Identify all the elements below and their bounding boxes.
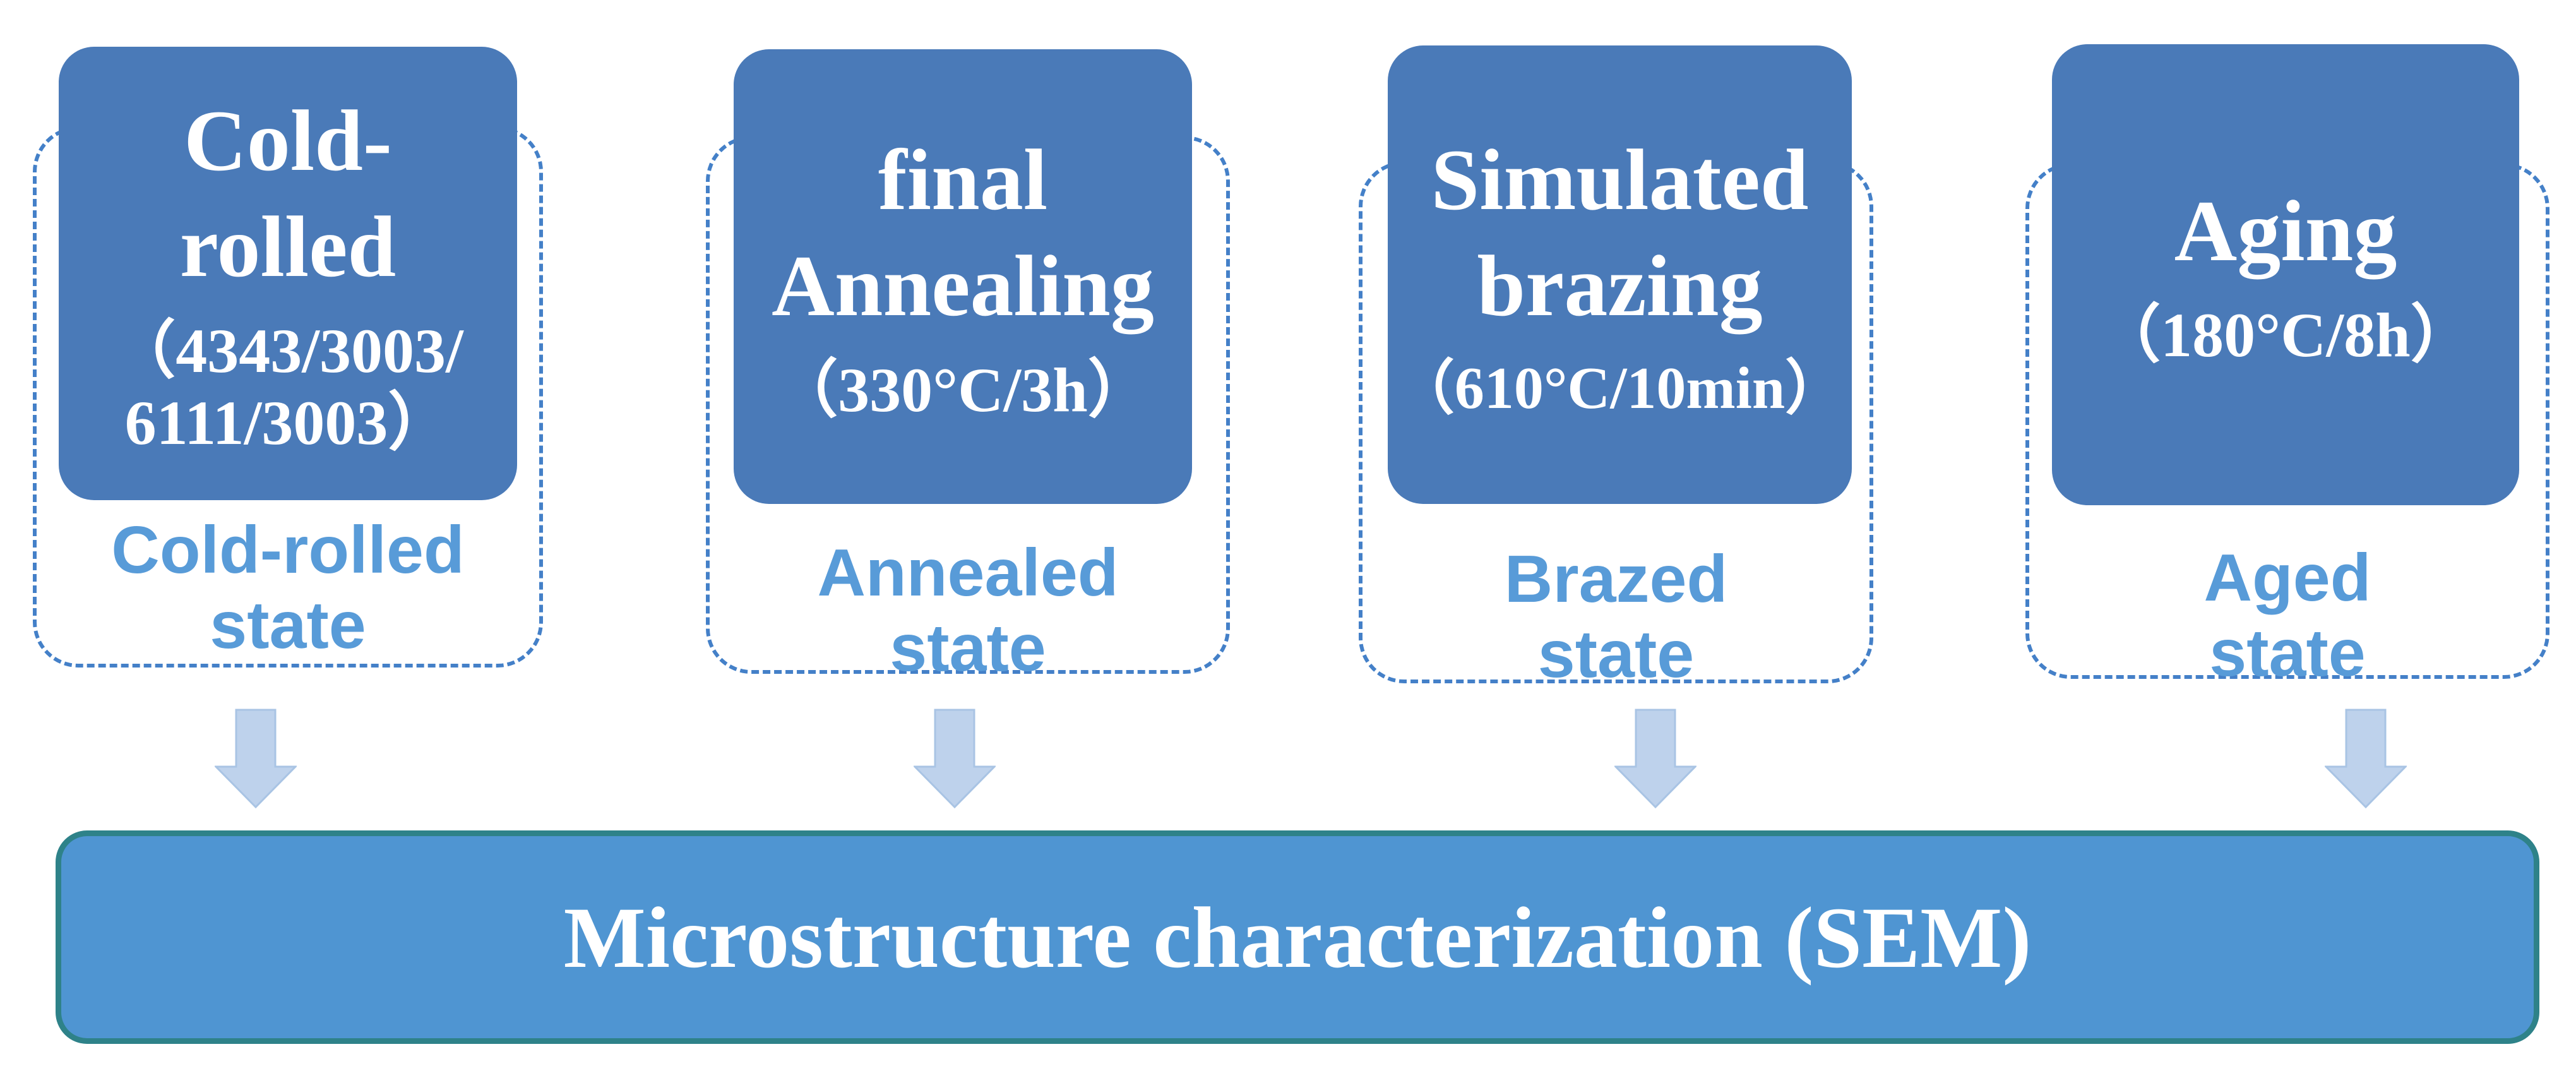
state-label: Brazed state: [1359, 542, 1873, 692]
process-box-brazing: Simulated brazing （610°C/10min）: [1388, 45, 1852, 504]
down-arrow-icon: [1614, 709, 1696, 808]
state-label-line: state: [890, 610, 1046, 685]
state-label-line: Brazed: [1504, 542, 1728, 616]
process-name-line: Simulated: [1431, 131, 1809, 229]
state-label-line: Aged: [2203, 541, 2371, 615]
state-label-line: Cold-rolled: [111, 513, 465, 587]
state-label: Aged state: [2025, 541, 2549, 690]
sem-characterization-bar: Microstructure characterization (SEM): [56, 830, 2539, 1044]
stage-brazing: Simulated brazing （610°C/10min） Brazed s…: [1359, 0, 1873, 714]
process-condition-line: （610°C/10min）: [1395, 355, 1845, 421]
process-name-line: rolled: [179, 198, 397, 295]
state-label-line: state: [1537, 616, 1695, 692]
state-label: Annealed state: [706, 536, 1230, 685]
state-label: Cold-rolled state: [33, 513, 543, 662]
state-label-line: Annealed: [817, 536, 1119, 610]
process-name-line: Annealing: [772, 237, 1154, 334]
process-condition-line: （180°C/8h）: [2097, 300, 2474, 371]
stage-annealing: final Annealing （330°C/3h） Annealed stat…: [706, 0, 1230, 714]
process-box-aging: Aging （180°C/8h）: [2052, 44, 2519, 505]
down-arrow-icon: [914, 709, 996, 808]
process-name-line: Cold-: [184, 92, 392, 189]
sem-characterization-label: Microstructure characterization (SEM): [563, 889, 2032, 986]
process-name-line: Aging: [2174, 182, 2397, 279]
down-arrow-icon: [215, 709, 297, 808]
stage-cold-rolled: Cold- rolled （4343/3003/ 6111/3003） Cold…: [33, 0, 543, 714]
process-box-cold-rolled: Cold- rolled （4343/3003/ 6111/3003）: [59, 47, 517, 500]
process-name-line: final: [878, 131, 1048, 228]
process-condition: （4343/3003/ 6111/3003）: [112, 315, 463, 459]
state-label-line: state: [2209, 615, 2366, 690]
state-label-line: state: [210, 587, 366, 662]
process-condition: （610°C/10min）: [1395, 355, 1844, 422]
process-condition-line: （330°C/3h）: [775, 355, 1151, 426]
stage-aging: Aging （180°C/8h） Aged state: [2025, 0, 2549, 714]
down-arrow-icon: [2325, 709, 2407, 808]
process-condition-line: 6111/3003）: [124, 388, 451, 458]
process-box-annealing: final Annealing （330°C/3h）: [734, 49, 1192, 504]
process-condition: （180°C/8h）: [2097, 299, 2474, 371]
process-condition-line: （4343/3003/: [112, 316, 463, 386]
process-condition: （330°C/3h）: [775, 354, 1151, 426]
process-name-line: brazing: [1477, 237, 1763, 335]
